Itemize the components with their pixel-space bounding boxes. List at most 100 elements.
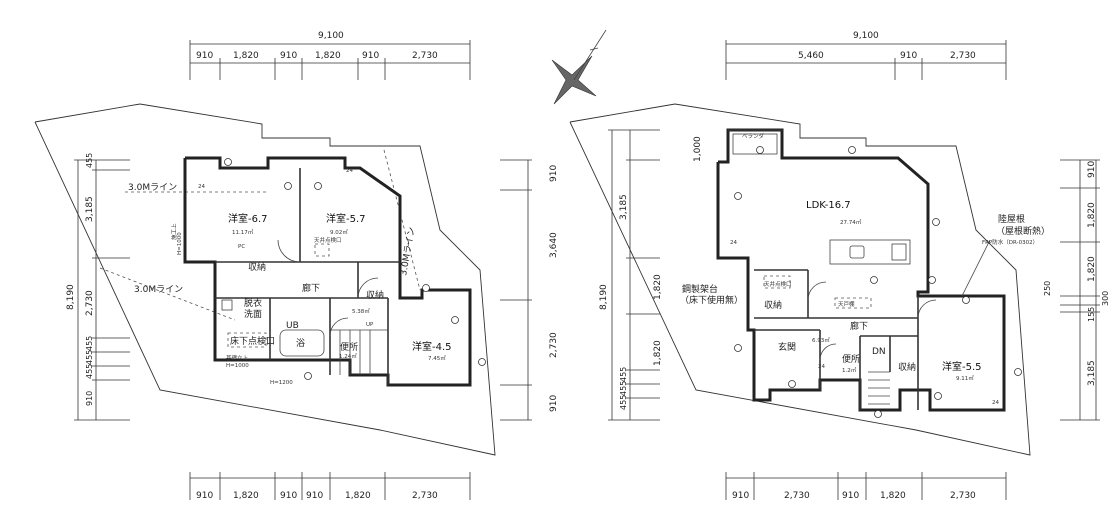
dim-bottom-left-4: 910 — [306, 491, 323, 501]
door-swing-1-right — [807, 281, 827, 301]
roof-leader-line-right — [961, 239, 991, 297]
room-label-right-2: 洋室-5.5 — [942, 360, 982, 373]
dim-left-right-4: 1,820 — [653, 340, 663, 366]
left-dimension-left: 8,190 455 3,185 2,730 455 455 455 910 — [66, 153, 130, 421]
bath-label-left: 浴 — [296, 338, 305, 349]
window-markers-left — [224, 158, 486, 380]
dim-bottom-right-4: 1,820 — [880, 491, 906, 501]
dim-total-top-left: 9,100 — [318, 31, 344, 41]
lot-boundary-left — [34, 103, 496, 456]
door-swing-2-left — [357, 277, 379, 299]
dim-left-right-2: 3,185 — [619, 194, 629, 220]
small-24-right-b: 24 — [818, 364, 825, 370]
dim-bottom-left-5: 1,820 — [345, 491, 371, 501]
steel-frame-label-right: 鋼製架台 — [682, 283, 718, 295]
entrance-area-right: 6.93㎡ — [812, 336, 830, 344]
room-area-left-3: 7.45㎡ — [428, 354, 446, 362]
dim-top-left-3: 910 — [280, 51, 297, 61]
dim-left-left-5: 455 — [85, 350, 94, 365]
storage-label-right-1: 収納 — [764, 299, 782, 311]
right-dimension-left: 910 3,640 2,730 910 — [500, 159, 559, 421]
dim-left-total-left: 8,190 — [66, 284, 76, 310]
setback-line-mid-left — [99, 267, 236, 321]
floor-plan-right: 9,100 5,460 910 2,730 1,000 3,185 1,820 … — [569, 31, 1110, 501]
up-label-left: UP — [366, 322, 374, 328]
setback-label-mid-left: 3.0Mライン — [134, 284, 183, 295]
dim-bottom-right-1: 910 — [732, 491, 749, 501]
storage-label-left-1: 収納 — [248, 261, 266, 273]
dim-top-left-5: 910 — [362, 51, 379, 61]
dim-right-right-5: 155 — [1087, 307, 1096, 322]
toilet-area-left: 1.24㎡ — [339, 352, 357, 360]
room-label-left-3: 洋室-4.5 — [412, 340, 452, 353]
dim-bottom-right-5: 2,730 — [950, 491, 976, 501]
dim-left-total-right: 8,190 — [599, 284, 609, 310]
small-24-right-c: 24 — [992, 400, 999, 406]
roof-sub-right: （屋根断熱） — [996, 225, 1050, 237]
skylight-box-right — [834, 297, 872, 309]
door-swing-3-left — [329, 317, 349, 337]
dim-top-left-2: 1,820 — [233, 51, 259, 61]
floor-hatch-label-left: 床下点検口 — [230, 335, 275, 347]
hallway-label-left: 廊下 — [302, 282, 320, 294]
down-label-right: DN — [872, 347, 886, 357]
dim-left-left-4: 455 — [85, 336, 94, 351]
bathtub-left — [279, 329, 325, 357]
lot-boundary-right — [569, 103, 1031, 456]
dim-left-left-7: 910 — [85, 391, 94, 406]
dim-right-right-1: 910 — [1087, 161, 1097, 178]
stove-right — [891, 243, 907, 261]
base-rise-label-left-1: 基礎立上 — [226, 354, 249, 362]
skylight-label-right: 天戸棚 — [838, 300, 855, 308]
setback-line-right-left — [383, 149, 421, 291]
exterior-wall-right — [716, 128, 1006, 412]
dim-top-left-6: 2,730 — [412, 51, 438, 61]
dim-top-right-2: 910 — [900, 51, 917, 61]
toilet-area-right: 1.2㎡ — [842, 366, 857, 374]
storage-label-right-2: 収納 — [898, 361, 916, 373]
dim-bottom-left-1: 910 — [196, 491, 213, 501]
veranda-label-right: ベランダ — [742, 132, 765, 140]
door-swing-2-right — [917, 299, 937, 319]
bath-ub-label-left: UB — [286, 321, 299, 331]
dim-bottom-right-2: 2,730 — [784, 491, 810, 501]
dim-top-right-3: 2,730 — [950, 51, 976, 61]
small-24-left-b: 24 — [346, 168, 353, 174]
sink-right — [849, 245, 865, 259]
ceiling-hatch-label-left: 天井点検口 — [314, 236, 342, 244]
bottom-dimension-right: 910 2,730 910 1,820 2,730 — [725, 472, 1007, 501]
floor-hatch-box-left — [227, 332, 267, 348]
storage-label-left-2: 収納 — [366, 289, 384, 301]
top-dimension-left: 9,100 910 1,820 910 1,820 910 2,730 — [189, 31, 471, 80]
dim-right-left-3: 2,730 — [549, 332, 559, 358]
dim-left-right-6: 455 — [619, 381, 628, 396]
room-area-right-2: 9.11㎡ — [956, 374, 974, 382]
ceiling-hatch-box-left — [314, 243, 330, 257]
compass-icon — [551, 29, 607, 105]
base-height-label-left-1: H=1000 — [226, 363, 249, 369]
right-dimension-right: 910 1,820 1,820 300 155 3,185 250 — [1043, 159, 1110, 421]
small-24-left-a: 24 — [198, 184, 205, 190]
dim-bottom-right-3: 910 — [842, 491, 859, 501]
dim-extra-right: 250 — [1043, 281, 1052, 296]
roof-title-right: 陸屋根 — [998, 213, 1025, 225]
washbasin-left — [221, 299, 233, 311]
dim-top-left-4: 1,820 — [315, 51, 341, 61]
dim-bottom-left-3: 910 — [280, 491, 297, 501]
dim-right-left-4: 910 — [549, 395, 559, 412]
dim-right-left-2: 3,640 — [549, 232, 559, 258]
dim-left-right-5: 455 — [619, 367, 628, 382]
bottom-dimension-left: 910 1,820 910 910 1,820 2,730 — [189, 472, 471, 501]
hallway-label-right: 廊下 — [850, 320, 868, 332]
entrance-label-right: 玄関 — [778, 341, 796, 353]
base-height-label-left-3: H=1000 — [177, 232, 183, 255]
dim-top-left-1: 910 — [196, 51, 213, 61]
dim-right-left-1: 910 — [549, 165, 559, 182]
dim-bottom-left-6: 2,730 — [412, 491, 438, 501]
top-dimension-right: 9,100 5,460 910 2,730 — [725, 31, 1007, 80]
dim-left-right-1: 1,000 — [693, 136, 703, 162]
dim-right-right-2: 1,820 — [1087, 202, 1097, 228]
ceiling-hatch-box-right — [763, 275, 791, 289]
window-markers-right — [734, 146, 1022, 418]
